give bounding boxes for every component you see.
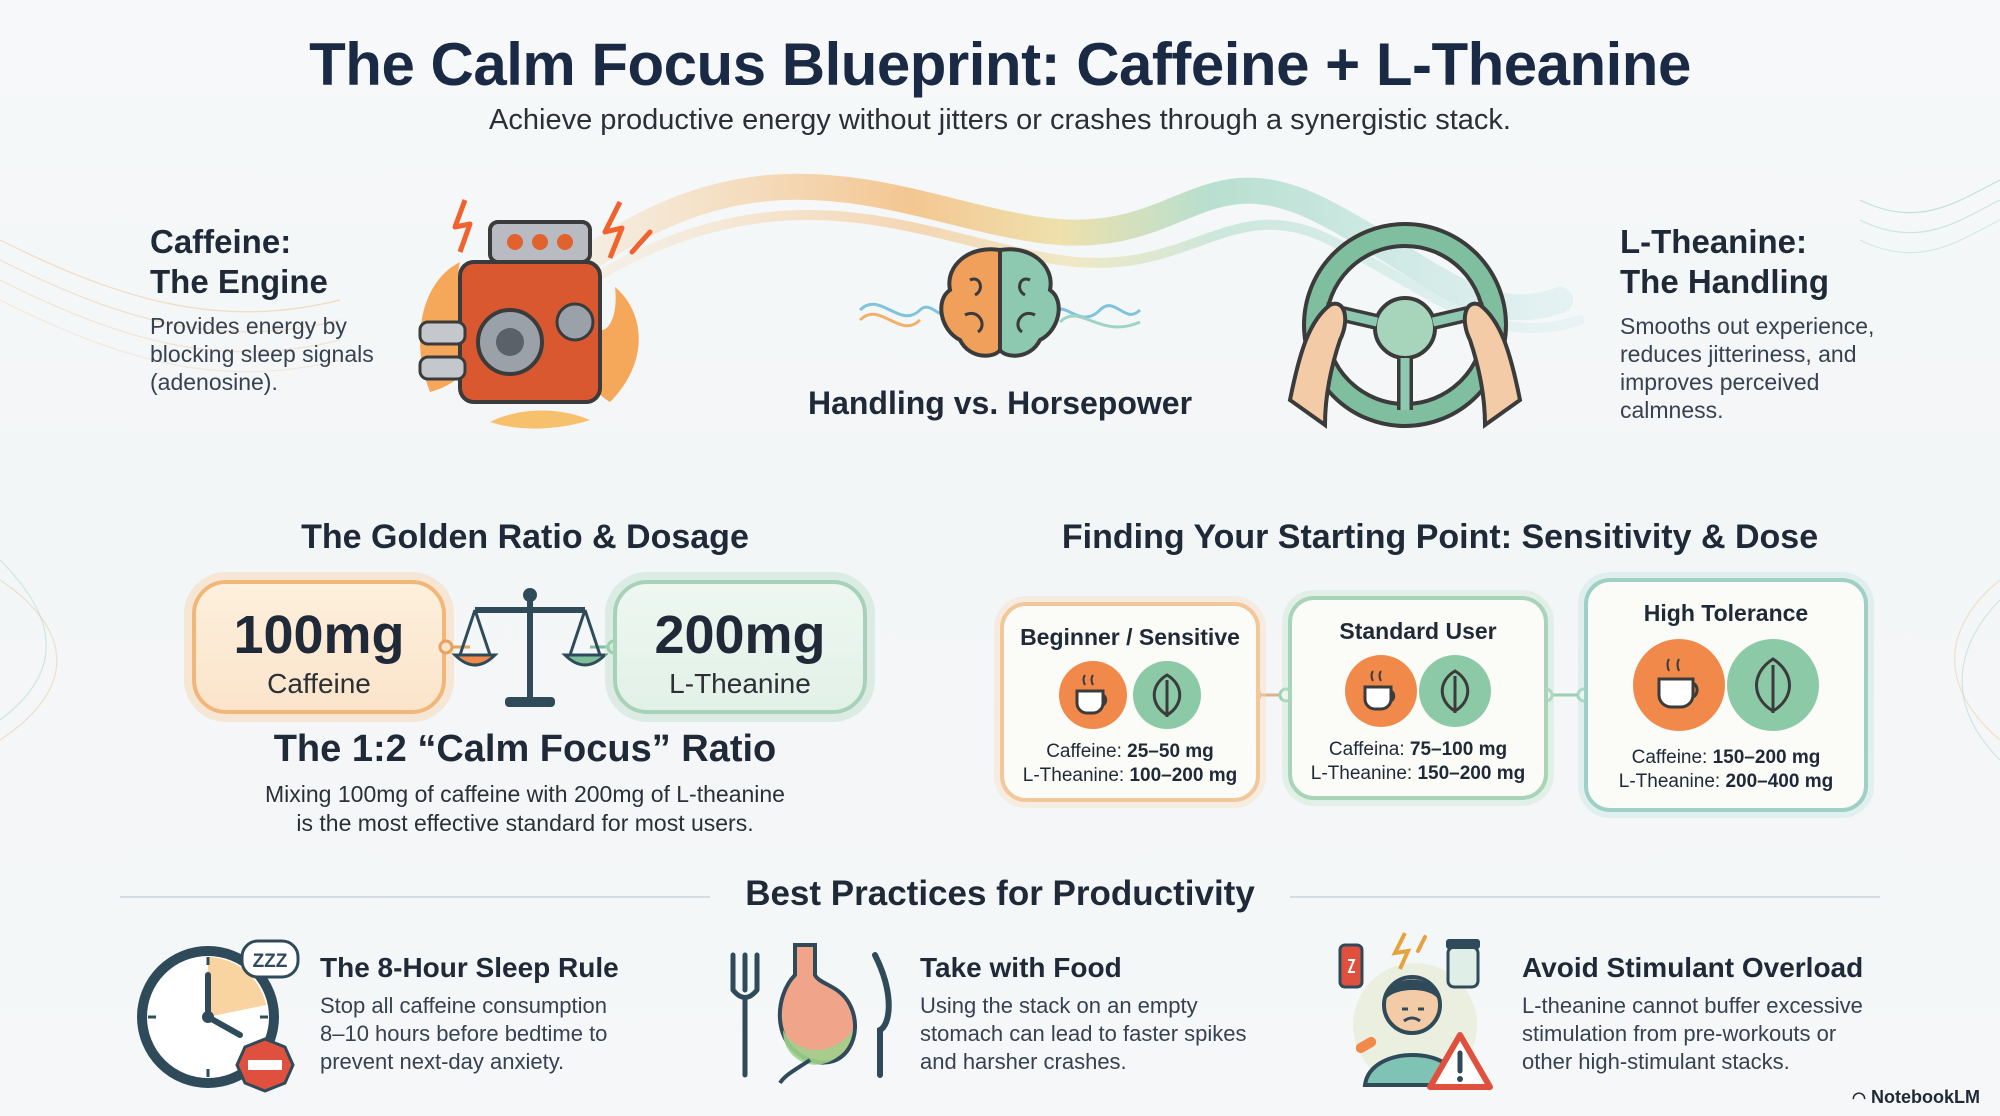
tier-values: Caffeine: 150–200 mg L-Theanine: 200–400… bbox=[1588, 746, 1864, 794]
sensitivity-title: Finding Your Starting Point: Sensitivity… bbox=[1061, 518, 1819, 556]
divider-right bbox=[1290, 896, 1880, 898]
coffee-cup-icon bbox=[1059, 661, 1127, 729]
steering-wheel-icon bbox=[1287, 222, 1523, 429]
brain-icon bbox=[858, 247, 1142, 358]
theanine-heading-line1: L-Theanine: bbox=[1620, 223, 1807, 260]
theanine-value: 200–400 mg bbox=[1725, 771, 1834, 792]
tier-icons bbox=[1345, 655, 1491, 727]
practice-line: prevent next-day anxiety. bbox=[320, 1049, 565, 1074]
stomach-icon bbox=[730, 943, 892, 1085]
tier-icons bbox=[1633, 639, 1819, 731]
caffeine-label: Caffeine: bbox=[1631, 747, 1708, 768]
caffeine-description: Provides energy by blocking sleep signal… bbox=[150, 313, 374, 395]
caffeine-heading-line1: Caffeine: bbox=[150, 223, 292, 260]
caffeine-heading: Caffeine: The Engine bbox=[150, 222, 328, 302]
divider-left bbox=[120, 896, 710, 898]
caffeine-label: Caffeina: bbox=[1328, 739, 1405, 760]
tier-name: High Tolerance bbox=[1643, 600, 1809, 626]
caffeine-dose-box: 100mg Caffeine bbox=[192, 580, 446, 714]
practice-sleep-desc: Stop all caffeine consumption 8–10 hours… bbox=[320, 992, 660, 1076]
practice-line: Using the stack on an empty bbox=[920, 993, 1198, 1018]
best-practices-title: Best Practices for Productivity bbox=[745, 874, 1255, 913]
scale-icon bbox=[438, 588, 622, 707]
practice-line: L-theanine cannot buffer excessive bbox=[1522, 993, 1863, 1018]
tier-high-tolerance: High Tolerance Caffeine: 150–200 mg L-Th… bbox=[1584, 578, 1868, 812]
practice-line: stomach can lead to faster spikes bbox=[920, 1021, 1247, 1046]
theanine-dose-box: 200mg L-Theanine bbox=[613, 580, 867, 714]
engine-icon bbox=[418, 199, 653, 429]
theanine-description: Smooths out experience, reduces jitterin… bbox=[1620, 313, 1875, 423]
page-subtitle: Achieve productive energy without jitter… bbox=[489, 104, 1511, 136]
caffeine-heading-line2: The Engine bbox=[150, 263, 328, 300]
practice-line: stimulation from pre-workouts or bbox=[1522, 1021, 1837, 1046]
brand-icon: ◠ bbox=[1852, 1090, 1866, 1107]
tier-values: Caffeina: 75–100 mg L-Theanine: 150–200 … bbox=[1292, 738, 1544, 786]
caffeine-dose-label: Caffeine bbox=[267, 668, 371, 699]
leaf-icon bbox=[1133, 661, 1201, 729]
theanine-value: 150–200 mg bbox=[1417, 763, 1526, 784]
theanine-heading: L-Theanine: The Handling bbox=[1620, 222, 1829, 302]
tier-standard: Standard User Caffeina: 75–100 mg L-Thea… bbox=[1288, 596, 1548, 800]
practice-overload-desc: L-theanine cannot buffer excessive stimu… bbox=[1522, 992, 1902, 1076]
person-stress-icon bbox=[1338, 932, 1493, 1090]
page-title: The Calm Focus Blueprint: Caffeine + L-T… bbox=[309, 31, 1691, 98]
practice-food-desc: Using the stack on an empty stomach can … bbox=[920, 992, 1280, 1076]
practice-overload-title: Avoid Stimulant Overload bbox=[1522, 952, 1864, 983]
caffeine-value: 150–200 mg bbox=[1712, 747, 1821, 768]
clock-icon: ZZZ bbox=[137, 939, 300, 1093]
theanine-heading-line2: The Handling bbox=[1620, 263, 1829, 300]
practice-line: Stop all caffeine consumption bbox=[320, 993, 607, 1018]
golden-ratio-title: The Golden Ratio & Dosage bbox=[301, 518, 749, 556]
caffeine-value: 75–100 mg bbox=[1409, 739, 1508, 760]
tier-name: Standard User bbox=[1339, 618, 1497, 644]
brand-text: NotebookLM bbox=[1871, 1087, 1980, 1107]
ratio-description-line2: is the most effective standard for most … bbox=[296, 810, 754, 836]
theanine-value: 100–200 mg bbox=[1129, 765, 1238, 786]
leaf-icon bbox=[1727, 639, 1819, 731]
caffeine-dose-amount: 100mg bbox=[233, 605, 405, 665]
ratio-description-line1: Mixing 100mg of caffeine with 200mg of L… bbox=[265, 781, 785, 807]
coffee-cup-icon bbox=[1345, 655, 1417, 727]
ratio-description: Mixing 100mg of caffeine with 200mg of L… bbox=[150, 780, 900, 838]
practice-sleep-title: The 8-Hour Sleep Rule bbox=[320, 952, 619, 983]
tier-name: Beginner / Sensitive bbox=[1020, 624, 1240, 650]
practice-food-title: Take with Food bbox=[920, 952, 1122, 983]
brand-label: ◠ NotebookLM bbox=[1852, 1087, 1980, 1108]
caffeine-label: Caffeine: bbox=[1046, 741, 1122, 762]
tier-icons bbox=[1059, 661, 1201, 729]
leaf-icon bbox=[1419, 655, 1491, 727]
theanine-label: L-Theanine: bbox=[1310, 763, 1413, 784]
theanine-dose-amount: 200mg bbox=[654, 605, 826, 665]
caffeine-value: 25–50 mg bbox=[1127, 741, 1214, 762]
ratio-title: The 1:2 “Calm Focus” Ratio bbox=[273, 728, 777, 770]
tier-values: Caffeine: 25–50 mg L-Theanine: 100–200 m… bbox=[1004, 740, 1256, 788]
handling-vs-horsepower-label: Handling vs. Horsepower bbox=[807, 385, 1193, 421]
theanine-dose-label: L-Theanine bbox=[669, 668, 811, 699]
tier-beginner: Beginner / Sensitive Caffeine: 25–50 mg … bbox=[1000, 602, 1260, 802]
practice-line: 8–10 hours before bedtime to bbox=[320, 1021, 608, 1046]
practice-line: other high-stimulant stacks. bbox=[1522, 1049, 1790, 1074]
theanine-label: L-Theanine: bbox=[1022, 765, 1125, 786]
coffee-cup-icon bbox=[1633, 639, 1725, 731]
theanine-label: L-Theanine: bbox=[1618, 771, 1721, 792]
zzz-text: ZZZ bbox=[253, 951, 288, 972]
practice-line: and harsher crashes. bbox=[920, 1049, 1127, 1074]
